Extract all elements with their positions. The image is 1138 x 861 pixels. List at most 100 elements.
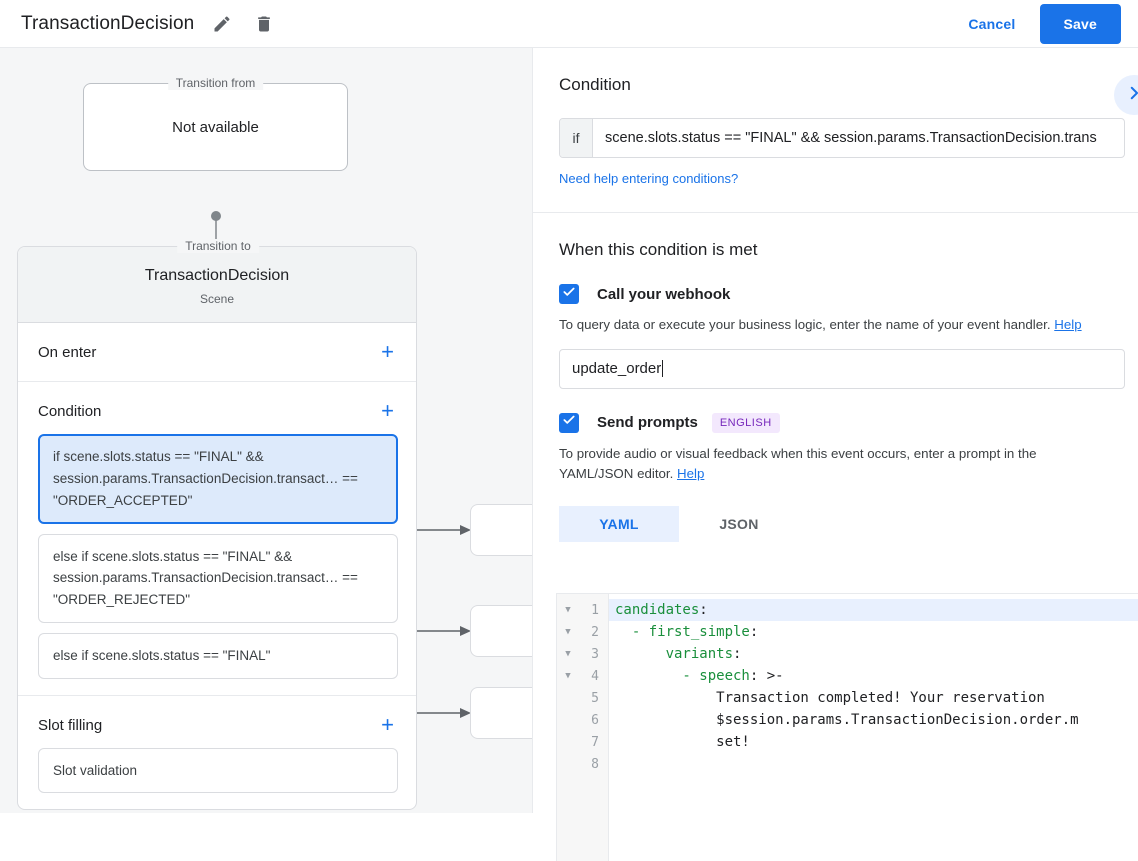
- code-token-key: - first_simple: [615, 624, 750, 640]
- page-title: TransactionDecision: [21, 12, 195, 34]
- code-line: [609, 753, 1138, 775]
- section-slot-filling: Slot filling + Slot validation: [18, 696, 416, 809]
- code-token-key: variants: [615, 646, 734, 662]
- section-title-on-enter: On enter: [38, 343, 97, 361]
- editor-gutter: ▼ 1 ▼ 2 ▼ 3 ▼ 4 5 6: [557, 594, 609, 861]
- pencil-icon: [212, 14, 232, 34]
- fold-arrow-icon[interactable]: ▼: [565, 626, 571, 637]
- chevron-right-icon: [1125, 84, 1138, 107]
- trash-icon: [254, 14, 274, 34]
- gutter-row: 5: [557, 687, 608, 709]
- cancel-button[interactable]: Cancel: [960, 7, 1023, 41]
- transition-from-legend: Transition from: [167, 76, 264, 90]
- event-handler-input[interactable]: update_order: [559, 348, 1125, 389]
- send-prompts-row: Send prompts ENGLISH: [559, 412, 1112, 433]
- add-on-enter-button[interactable]: +: [381, 339, 394, 364]
- gutter-row: 8: [557, 753, 608, 775]
- target-node-1[interactable]: [470, 504, 532, 556]
- webhook-hint-text: To query data or execute your business l…: [559, 317, 1051, 332]
- code-token-rest: $session.params.TransactionDecision.orde…: [615, 712, 1079, 728]
- line-number: 8: [591, 756, 599, 772]
- line-number: 5: [591, 690, 599, 706]
- check-icon: [562, 413, 576, 432]
- condition-item-1[interactable]: if scene.slots.status == "FINAL" && sess…: [38, 434, 398, 524]
- condition-heading: Condition: [559, 75, 631, 94]
- call-webhook-checkbox[interactable]: [559, 284, 579, 304]
- add-condition-button[interactable]: +: [381, 398, 394, 423]
- check-icon: [562, 285, 576, 304]
- yaml-editor[interactable]: ▼ 1 ▼ 2 ▼ 3 ▼ 4 5 6: [556, 593, 1138, 861]
- scene-type: Scene: [199, 292, 235, 306]
- condition-item-3[interactable]: else if scene.slots.status == "FINAL": [38, 633, 398, 680]
- code-line: - speech: >-: [609, 665, 1138, 687]
- tab-yaml[interactable]: YAML: [559, 505, 679, 542]
- condition-item-2[interactable]: else if scene.slots.status == "FINAL" &&…: [38, 533, 398, 624]
- scene-graph-panel: Transition from Not available Transition…: [0, 48, 532, 813]
- target-node-3[interactable]: [470, 687, 532, 739]
- code-token-rest: :: [733, 646, 742, 662]
- section-title-condition: Condition: [38, 402, 102, 420]
- save-button[interactable]: Save: [1039, 3, 1121, 44]
- transition-to-scene-card: Transition to TransactionDecision Scene …: [17, 239, 417, 811]
- fold-arrow-icon[interactable]: ▼: [565, 648, 571, 659]
- line-number: 4: [591, 668, 599, 684]
- code-token-key: candidates: [615, 602, 700, 618]
- code-token-key: - speech: [615, 668, 750, 684]
- code-token-rest: set!: [615, 734, 750, 750]
- prompts-help-link[interactable]: Help: [677, 465, 705, 481]
- fold-arrow-icon[interactable]: ▼: [565, 604, 571, 615]
- add-slot-filling-button[interactable]: +: [381, 712, 394, 738]
- edit-name-button[interactable]: [208, 10, 236, 38]
- editor-code-area[interactable]: candidates: - first_simple: variants: - …: [609, 594, 1138, 861]
- gutter-row: ▼ 2: [557, 621, 608, 643]
- webhook-help-link[interactable]: Help: [1054, 317, 1082, 332]
- condition-input[interactable]: scene.slots.status == "FINAL" && session…: [605, 130, 1097, 146]
- gutter-row: 6: [557, 709, 608, 731]
- delete-button[interactable]: [250, 10, 278, 38]
- gutter-row: ▼ 1: [557, 599, 608, 621]
- slot-filling-list: Slot validation: [18, 736, 416, 809]
- code-token-rest: Transaction completed! Your reservation: [615, 690, 1045, 706]
- section-title-slot-filling: Slot filling: [38, 716, 103, 734]
- code-line: candidates:: [609, 599, 1138, 621]
- main-body: Transition from Not available Transition…: [0, 48, 1138, 861]
- line-number: 7: [591, 734, 599, 750]
- prompts-hint: To provide audio or visual feedback when…: [559, 444, 1112, 484]
- editor-format-tabs: YAML JSON: [559, 505, 1112, 542]
- condition-input-row[interactable]: if scene.slots.status == "FINAL" && sess…: [559, 118, 1125, 158]
- when-condition-met-section: When this condition is met Call your web…: [533, 213, 1138, 542]
- condition-help-link[interactable]: Need help entering conditions?: [559, 171, 739, 186]
- fold-arrow-icon[interactable]: ▼: [565, 670, 571, 681]
- text-caret: [662, 360, 664, 378]
- line-number: 2: [591, 624, 599, 640]
- code-line: $session.params.TransactionDecision.orde…: [609, 709, 1138, 731]
- scene-card-header[interactable]: TransactionDecision Scene: [18, 247, 416, 323]
- code-line: set!: [609, 731, 1138, 753]
- slot-validation-item[interactable]: Slot validation: [38, 748, 398, 794]
- transition-to-legend: Transition to: [177, 239, 259, 253]
- call-webhook-label: Call your webhook: [597, 285, 731, 303]
- section-on-enter: On enter +: [18, 323, 416, 382]
- condition-list: if scene.slots.status == "FINAL" && sess…: [18, 422, 416, 695]
- target-node-2[interactable]: [470, 605, 532, 657]
- when-condition-met-heading: When this condition is met: [559, 240, 758, 259]
- line-number: 1: [591, 602, 599, 618]
- code-line: variants:: [609, 643, 1138, 665]
- code-token-rest: : >-: [749, 668, 784, 684]
- line-number: 3: [591, 646, 599, 662]
- gutter-row: ▼ 3: [557, 643, 608, 665]
- top-app-bar: TransactionDecision Cancel Save: [0, 0, 1138, 48]
- tab-json[interactable]: JSON: [719, 515, 759, 532]
- panel-divider: [533, 212, 1138, 213]
- transition-from-node[interactable]: Transition from Not available: [83, 76, 348, 171]
- language-badge: ENGLISH: [711, 412, 780, 433]
- condition-if-prefix: if: [560, 119, 593, 157]
- code-token-rest: :: [749, 624, 759, 640]
- send-prompts-checkbox[interactable]: [559, 412, 579, 433]
- webhook-hint: To query data or execute your business l…: [559, 315, 1112, 335]
- event-handler-value: update_order: [572, 360, 662, 378]
- gutter-row: ▼ 4: [557, 665, 608, 687]
- prompts-hint-text: To provide audio or visual feedback when…: [559, 445, 1037, 481]
- send-prompts-label: Send prompts: [597, 414, 698, 432]
- transition-from-value: Not available: [172, 118, 259, 136]
